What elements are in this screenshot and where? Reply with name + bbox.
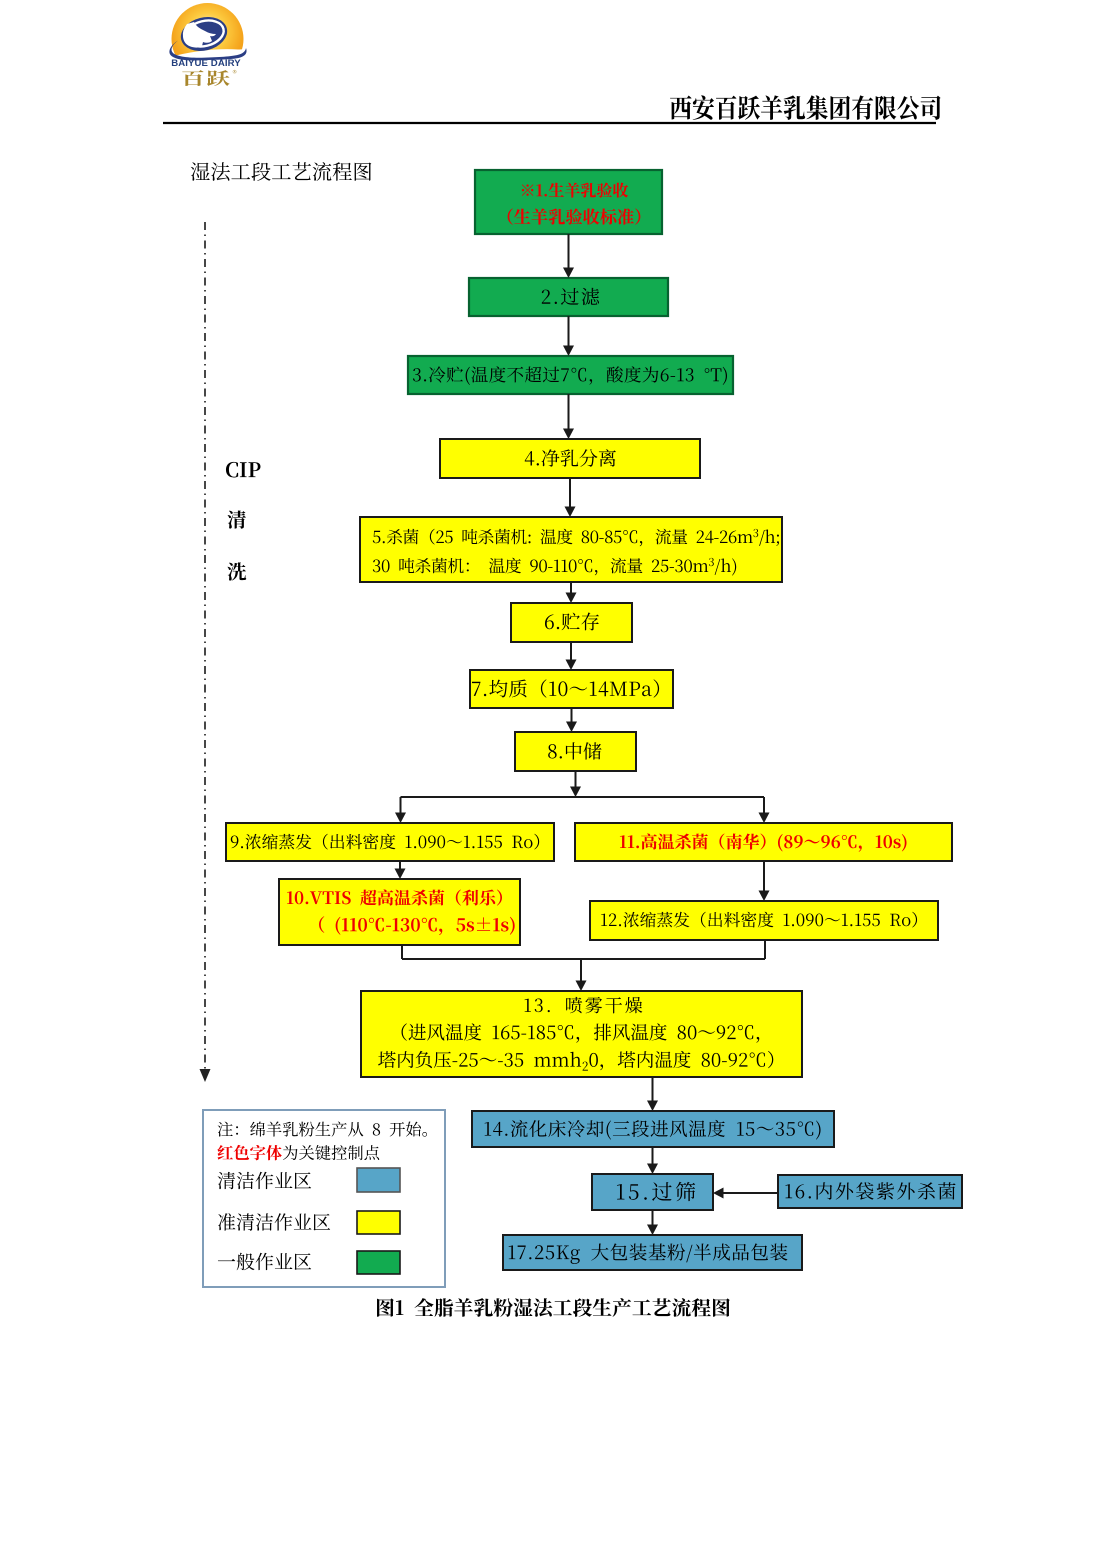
svg-text:BAIYUE DAIRY: BAIYUE DAIRY (171, 58, 241, 69)
